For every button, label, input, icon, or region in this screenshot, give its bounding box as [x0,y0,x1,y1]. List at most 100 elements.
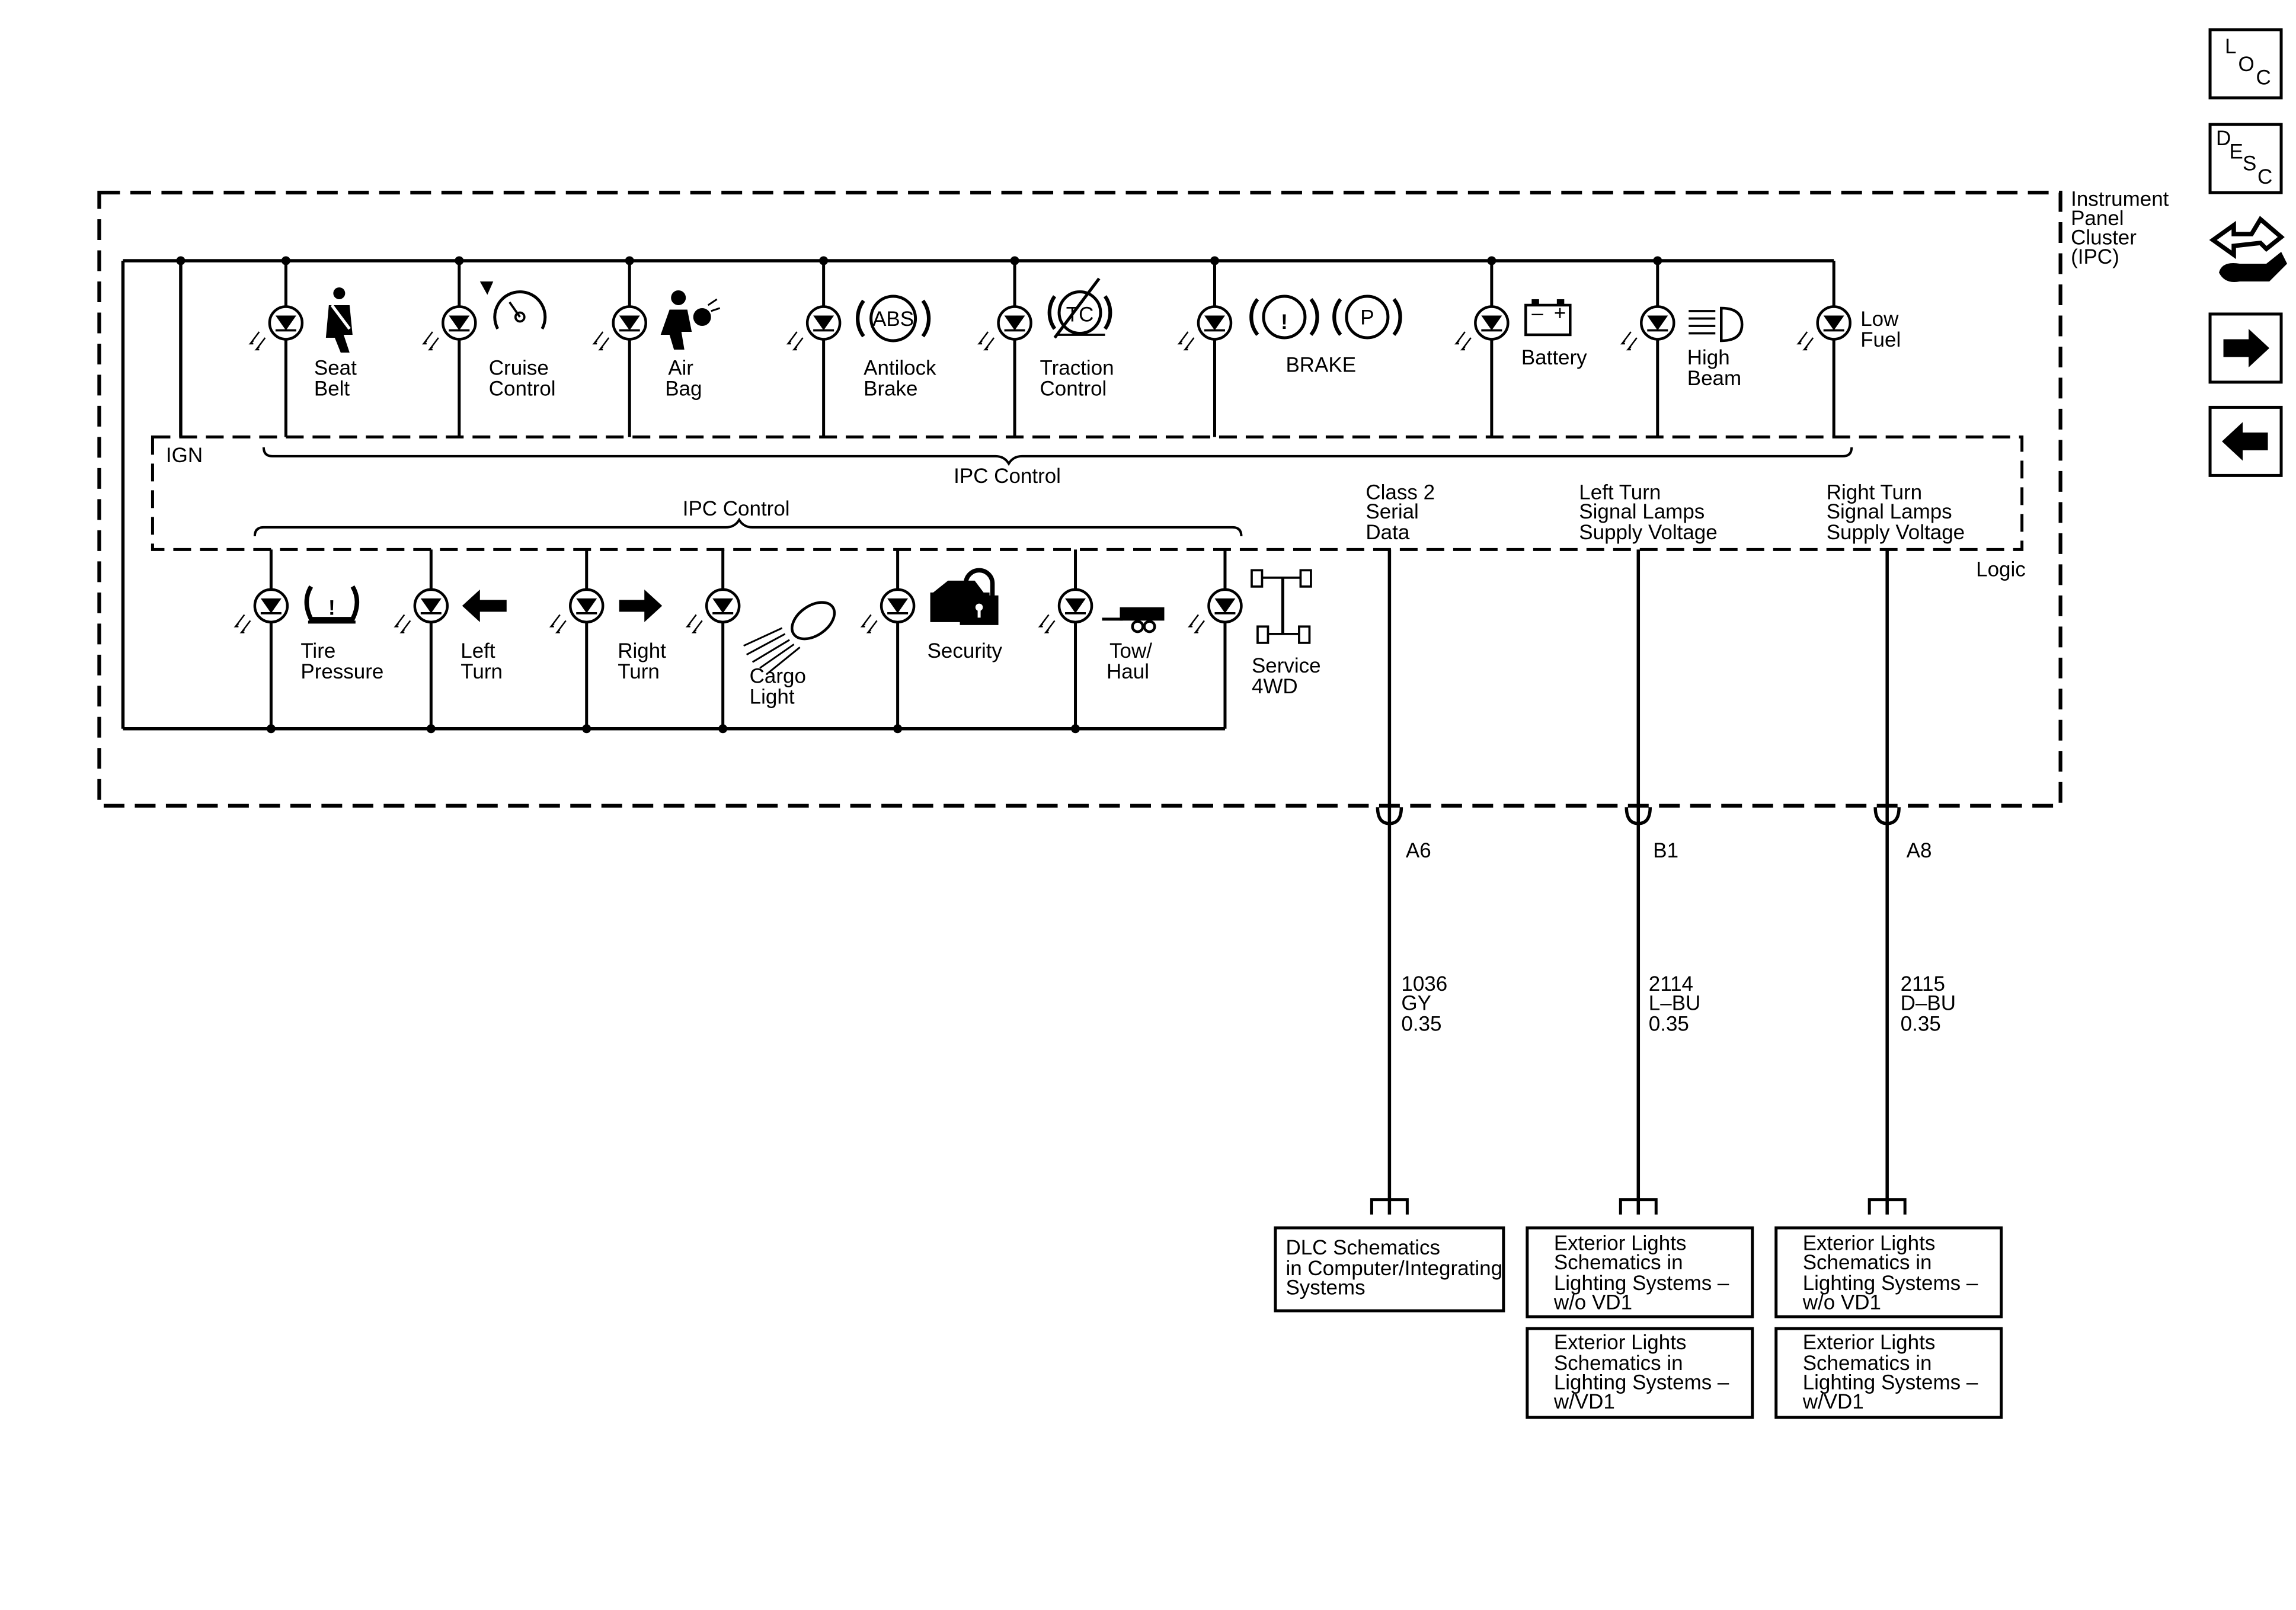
junction-dot [176,256,186,265]
svg-text:!: ! [1281,311,1288,334]
svg-text:E: E [2230,140,2243,164]
desc-button[interactable]: D E S C [2208,123,2283,194]
tire-pressure-icon: ! [304,585,360,624]
svg-text:ABS: ABS [872,308,914,331]
label-security: Security [928,639,1003,662]
led-air-bag [592,256,647,437]
led-seat-belt [248,256,304,437]
led-cruise-control [421,256,477,437]
high-beam-icon [1689,306,1744,343]
led-tire-pressure [234,549,289,734]
led-tow-haul [1038,549,1093,734]
left-arrow-icon [2222,422,2268,461]
svg-text:P: P [1360,306,1374,329]
led-service-4wd [1187,549,1243,729]
svg-text:L: L [2225,35,2236,58]
svg-text:+: + [1554,302,1566,325]
logic-block [151,435,2024,551]
led-traction-control [977,256,1032,437]
tow-haul-icon [1102,607,1165,633]
battery-icon: – + [1524,299,1572,337]
svg-text:S: S [2243,152,2256,175]
label-tow-haul: Tow/Haul [1107,639,1152,683]
connector-icon [2209,216,2288,282]
ipc-control-brace-bottom [253,517,1243,536]
ipc-module-boundary [97,190,2062,808]
svg-text:C: C [2256,66,2271,89]
svg-text:D: D [2216,127,2231,150]
security-lock-icon [930,568,999,625]
connector-button[interactable] [2209,216,2288,282]
top-bus [121,259,1834,729]
logic-label: Logic [1976,558,2026,581]
ign-label: IGN [166,444,203,467]
traction-control-icon: TC [1047,277,1112,339]
air-bag-icon [660,290,721,350]
ipc-control-label-top: IPC Control [954,465,1061,488]
led-cargo-light [685,549,741,734]
pin-a8: A8 [1907,839,1932,862]
led-low-fuel [1796,260,1851,437]
cargo-lamp-icon [743,601,836,673]
abs-icon: ABS [856,295,931,343]
brake-icon: ! P [1249,295,1402,340]
pin-b1: B1 [1653,839,1678,862]
svg-text:C: C [2257,165,2272,188]
led-battery [1454,256,1510,437]
right-arrow-icon [2223,328,2270,367]
svg-text:–: – [1531,302,1543,325]
led-brake [1177,256,1233,437]
label-battery: Battery [1521,346,1587,369]
svg-text:O: O [2239,53,2255,76]
ipc-control-brace-top [262,447,1853,466]
led-high-beam [1620,256,1675,437]
led-antilock-brake [786,256,842,437]
next-page-button[interactable] [2208,312,2283,384]
led-left-turn [394,549,449,734]
module-name: Instrument Panel Cluster (IPC) [2071,188,2175,268]
previous-page-button[interactable] [2208,405,2283,477]
service-4wd-icon [1251,569,1312,644]
cruise-control-icon [479,281,547,330]
label-brake: BRAKE [1285,353,1356,376]
left-arrow-icon [462,589,507,622]
loc-button[interactable]: L O C [2208,28,2283,100]
seat-belt-icon [325,287,353,353]
svg-text:!: ! [328,596,335,619]
right-arrow-icon [619,589,663,622]
pin-a6: A6 [1406,839,1431,862]
led-security [860,549,916,734]
led-right-turn [549,549,605,734]
ipc-control-label-bottom: IPC Control [683,497,790,520]
